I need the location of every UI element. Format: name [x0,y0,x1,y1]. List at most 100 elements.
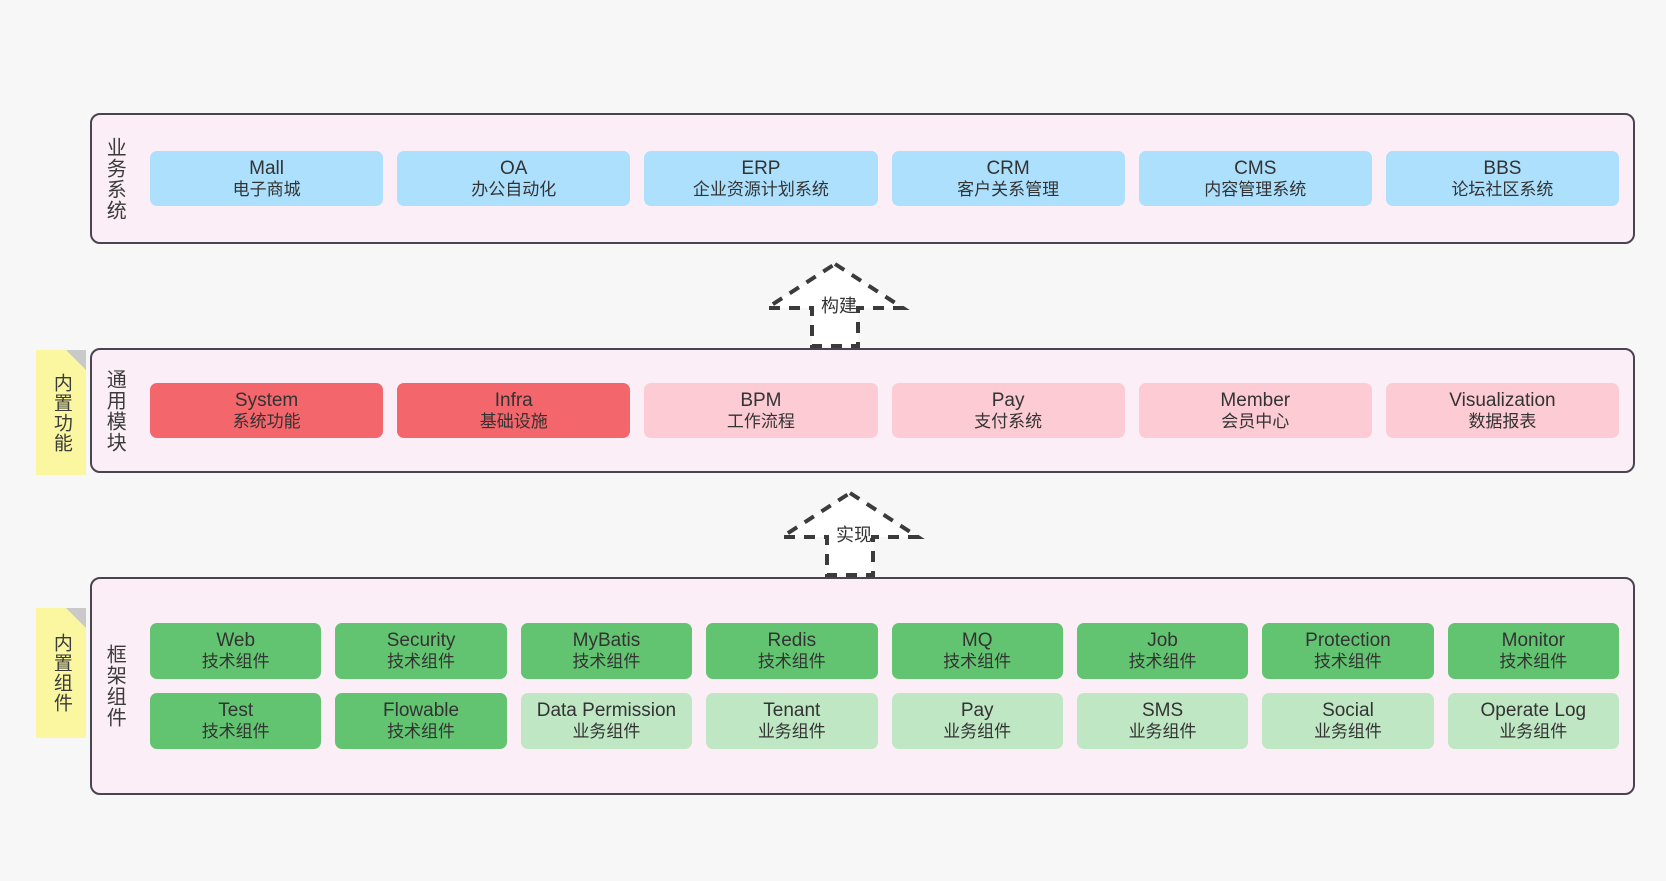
node-title: OA [500,157,528,179]
node-title: Test [218,700,254,721]
node-cms[interactable]: CMS 内容管理系统 [1138,150,1372,207]
node-subtitle: 业务组件 [757,722,826,742]
node-oa[interactable]: OA 办公自动化 [397,150,631,207]
node-row: System 系统功能 Infra 基础设施 BPM 工作流程 Pay 支付系统… [150,382,1620,439]
page-fold-icon [66,350,86,370]
connector-implement-arrow-icon [775,490,925,577]
node-subtitle: 客户关系管理 [957,179,1060,199]
node-subtitle: 基础设施 [479,411,548,431]
layer-common-module: 通用模块 System 系统功能 Infra 基础设施 BPM 工作流程 Pay… [90,348,1635,473]
node-title: Operate Log [1480,700,1587,721]
node-title: Flowable [383,700,460,721]
node-subtitle: 企业资源计划系统 [692,179,829,199]
layer-business-system-label: 业务系统 [103,136,126,221]
node-title: Data Permission [536,700,677,721]
node-monitor[interactable]: Monitor 技术组件 [1447,623,1619,679]
node-subtitle: 技术组件 [1313,652,1382,672]
node-subtitle: 技术组件 [1128,652,1197,672]
node-visualization[interactable]: Visualization 数据报表 [1385,382,1620,439]
node-tenant[interactable]: Tenant 业务组件 [706,693,878,749]
node-subtitle: 内容管理系统 [1204,179,1307,199]
node-crm[interactable]: CRM 客户关系管理 [891,150,1125,207]
node-subtitle: 技术组件 [387,652,456,672]
node-subtitle: 支付系统 [974,411,1043,431]
node-title: BBS [1483,157,1522,179]
node-title: BPM [740,389,782,411]
node-subtitle: 业务组件 [1499,722,1568,742]
node-subtitle: 业务组件 [1128,722,1197,742]
node-row: Mall 电子商城 OA 办公自动化 ERP 企业资源计划系统 CRM 客户关系… [150,150,1620,207]
node-protection[interactable]: Protection 技术组件 [1262,623,1434,679]
node-title: ERP [741,157,781,179]
node-title: Web [216,630,256,652]
node-job[interactable]: Job 技术组件 [1076,623,1249,679]
node-row: Web 技术组件 Security 技术组件 MyBatis 技术组件 Redi… [150,623,1619,679]
sticky-note-builtin-components: 内置组件 [36,608,86,738]
node-subtitle: 技术组件 [201,652,270,672]
node-operate-log[interactable]: Operate Log 业务组件 [1447,693,1619,749]
node-title: SMS [1141,700,1184,721]
sticky-note-label: 内置功能 [50,372,72,453]
node-title: MyBatis [572,630,641,652]
node-subtitle: 技术组件 [757,652,826,672]
node-social[interactable]: Social 业务组件 [1262,693,1434,749]
node-mybatis[interactable]: MyBatis 技术组件 [520,623,693,679]
node-erp[interactable]: ERP 企业资源计划系统 [644,150,878,207]
node-bbs[interactable]: BBS 论坛社区系统 [1385,150,1620,207]
connector-build-label: 构建 [821,296,857,316]
node-title: MQ [961,630,993,652]
connector-implement: 实现 [770,487,930,579]
node-member[interactable]: Member 会员中心 [1138,382,1372,439]
node-flowable[interactable]: Flowable 技术组件 [335,693,507,749]
node-subtitle: 论坛社区系统 [1451,179,1554,199]
page-fold-icon [66,608,86,628]
node-system[interactable]: System 系统功能 [150,382,384,439]
node-security[interactable]: Security 技术组件 [335,623,507,679]
node-mall[interactable]: Mall 电子商城 [150,150,384,207]
node-title: Visualization [1449,389,1556,411]
node-sms[interactable]: SMS 业务组件 [1076,693,1249,749]
node-subtitle: 业务组件 [572,722,641,742]
node-subtitle: 系统功能 [232,411,301,431]
sticky-note-label: 内置组件 [50,633,72,713]
node-title: Social [1322,700,1374,721]
node-title: Pay [960,700,994,721]
node-web[interactable]: Web 技术组件 [150,623,322,679]
node-subtitle: 技术组件 [201,722,270,742]
connector-build: 构建 [755,258,915,350]
node-infra[interactable]: Infra 基础设施 [397,382,631,439]
layer-framework-components-body: Web 技术组件 Security 技术组件 MyBatis 技术组件 Redi… [136,579,1633,793]
node-subtitle: 业务组件 [943,722,1012,742]
node-subtitle: 会员中心 [1221,411,1290,431]
node-title: Job [1147,630,1178,652]
node-subtitle: 数据报表 [1468,411,1537,431]
node-title: CMS [1234,157,1277,179]
node-title: Protection [1305,630,1391,652]
layer-common-module-label: 通用模块 [103,368,126,453]
node-subtitle: 技术组件 [387,722,456,742]
node-title: Member [1220,389,1291,411]
node-subtitle: 工作流程 [726,411,795,431]
node-title: System [234,389,299,411]
connector-build-arrow-icon [760,261,910,348]
node-subtitle: 办公自动化 [471,179,557,199]
node-redis[interactable]: Redis 技术组件 [706,623,878,679]
node-pay[interactable]: Pay 支付系统 [891,382,1125,439]
node-row: Test 技术组件 Flowable 技术组件 Data Permission … [150,693,1619,749]
node-mq[interactable]: MQ 技术组件 [891,623,1063,679]
layer-business-system-body: Mall 电子商城 OA 办公自动化 ERP 企业资源计划系统 CRM 客户关系… [136,115,1633,242]
node-subtitle: 技术组件 [943,652,1012,672]
node-data-permission[interactable]: Data Permission 业务组件 [520,693,693,749]
node-title: Security [386,630,456,652]
layer-business-system: 业务系统 Mall 电子商城 OA 办公自动化 ERP 企业资源计划系统 CRM… [90,113,1635,244]
node-pay-component[interactable]: Pay 业务组件 [891,693,1063,749]
node-title: Mall [249,157,284,179]
node-subtitle: 技术组件 [1499,652,1568,672]
layer-common-module-body: System 系统功能 Infra 基础设施 BPM 工作流程 Pay 支付系统… [136,350,1633,471]
connector-implement-label: 实现 [836,525,872,545]
node-title: CRM [986,157,1030,179]
node-title: Monitor [1501,630,1565,652]
node-test[interactable]: Test 技术组件 [150,693,322,749]
node-bpm[interactable]: BPM 工作流程 [644,382,878,439]
